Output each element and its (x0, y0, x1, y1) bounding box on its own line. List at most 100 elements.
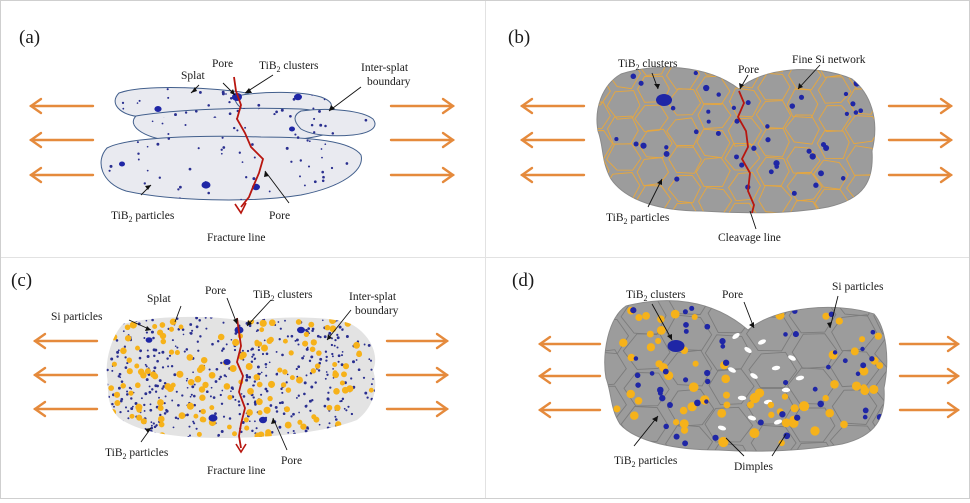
tib2-particle (854, 442, 860, 448)
tib2-particle (106, 108, 108, 110)
tib2-particle (341, 328, 344, 331)
tib2-particle (338, 86, 340, 88)
tib2-particle (674, 176, 680, 182)
tib2-particle (317, 435, 320, 438)
tib2-particle (311, 329, 314, 333)
tib2-particle (294, 133, 297, 136)
tib2-particle (319, 335, 322, 339)
tib2-particle (229, 96, 233, 100)
tib2-particle (106, 322, 110, 325)
tib2-particle (251, 355, 254, 358)
tib2-particle (670, 105, 676, 111)
tib2-particle (356, 96, 359, 99)
si-particle (217, 333, 225, 341)
tib2-particle (104, 183, 106, 185)
si-particle (280, 382, 287, 388)
network-cell (757, 127, 790, 158)
tib2-particle (275, 372, 279, 376)
si-particle (692, 360, 699, 367)
tib2-particle (174, 345, 177, 348)
tib2-particle (236, 129, 239, 132)
tib2-particle (346, 435, 350, 438)
tib2-particle (127, 417, 130, 420)
tib2-particle (193, 422, 196, 425)
si-particle (178, 412, 186, 419)
tib2-particle (140, 397, 143, 400)
network-cell (874, 335, 887, 372)
tib2-particle (323, 439, 326, 442)
tib2-particle (267, 82, 269, 84)
tib2-particle (361, 420, 365, 423)
tib2-particle (167, 365, 170, 368)
tib2-particle (260, 371, 263, 374)
si-particle (767, 401, 775, 409)
tib2-particle (237, 400, 241, 403)
tib2-particle (106, 126, 108, 128)
tib2-particle (308, 399, 312, 403)
si-particle (264, 431, 272, 438)
tib2-particle (268, 190, 271, 193)
tib2-particle (361, 163, 363, 165)
network-cell (623, 372, 670, 407)
tib2-particle (105, 432, 107, 434)
network-cell (874, 130, 875, 159)
si-particle (799, 401, 810, 412)
si-particle (136, 407, 142, 413)
tib2-particle (220, 148, 223, 151)
tib2-particle (221, 136, 224, 139)
tension-arrows-right (389, 97, 456, 184)
dimple (795, 375, 805, 381)
tib2-particle (148, 390, 152, 394)
network-cell (874, 439, 887, 452)
tib2-particle (314, 381, 317, 384)
tib2-particle (263, 339, 266, 342)
dimple (771, 365, 781, 371)
tib2-particle (100, 174, 102, 176)
tib2-particle (166, 357, 169, 360)
si-particle (731, 307, 740, 316)
tib2-particle (768, 169, 774, 175)
cleavage-line-label: Cleavage line (718, 232, 781, 244)
tib2-particle (370, 383, 373, 386)
tib2-particle (151, 318, 154, 322)
network-cell (727, 117, 762, 147)
network-cell (706, 477, 753, 498)
tib2-particle (280, 108, 284, 112)
si-particle (200, 408, 206, 415)
tib2-particle (215, 367, 219, 371)
si-particle (259, 319, 267, 327)
si-particle (198, 364, 206, 372)
tib2-particle (119, 422, 123, 426)
network-cell (666, 388, 715, 427)
network-cell (791, 479, 838, 498)
tib2-particle (149, 82, 151, 84)
tib2-particle (185, 379, 188, 382)
dimple (744, 346, 752, 354)
si-particle (167, 385, 174, 393)
tib2-particle (809, 153, 816, 160)
si-particle (316, 350, 322, 356)
tib2-particle (333, 344, 336, 347)
tib2-particle (355, 359, 358, 361)
tib2-particle (106, 368, 109, 372)
tib2-particle (135, 136, 138, 138)
tib2-particle (231, 387, 234, 391)
tib2-particle (132, 405, 134, 408)
tib2-particle (195, 325, 199, 329)
si-particle (721, 374, 731, 384)
horizontal-divider (1, 257, 969, 258)
tib2-particle (165, 409, 169, 413)
tib2-particle (188, 425, 191, 428)
tib2-particle (683, 322, 689, 328)
si-particle (308, 321, 315, 328)
tib2-particle (100, 133, 102, 135)
tib2-particle (310, 123, 314, 127)
si-particle (810, 426, 820, 436)
tib2-particle (193, 403, 196, 407)
network-cell (668, 202, 700, 213)
tib2-particle (332, 104, 334, 106)
tib2-particle (358, 103, 360, 105)
tib2-particle (373, 432, 376, 435)
tib2-particle (158, 396, 160, 399)
tib2-particle (177, 403, 180, 407)
